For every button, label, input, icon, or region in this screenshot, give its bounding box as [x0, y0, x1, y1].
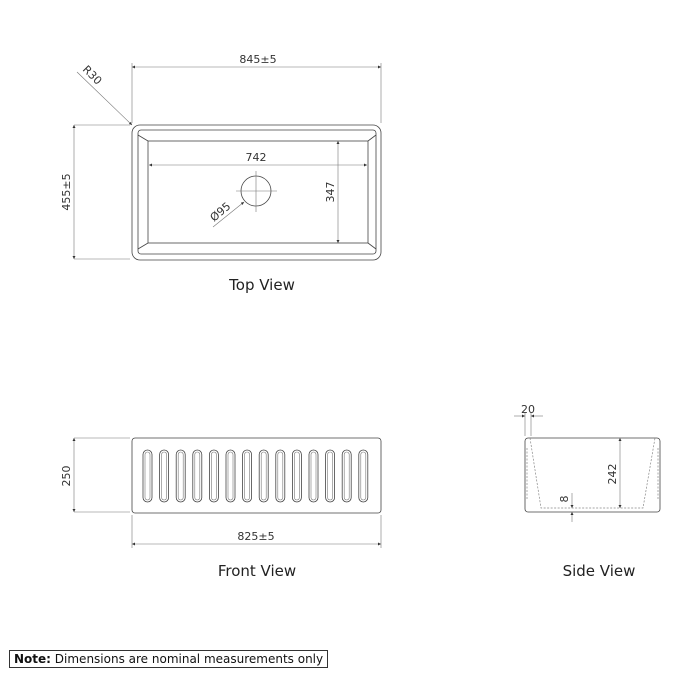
slot	[142, 449, 153, 503]
height-label: 250	[60, 466, 73, 487]
note-box: Note: Dimensions are nominal measurement…	[9, 650, 329, 668]
slot-inner	[327, 451, 333, 501]
slot	[159, 449, 170, 503]
bowl-outline	[147, 140, 369, 244]
slot-inner	[277, 451, 284, 501]
front-view: 250 825±5 Front View	[60, 437, 382, 580]
drain-label: Ø95	[208, 200, 234, 225]
slot-inner	[194, 451, 201, 501]
slot	[192, 449, 203, 503]
slot	[242, 449, 253, 503]
slot-inner	[244, 451, 250, 501]
slot-inner	[360, 451, 367, 501]
slot-inner	[144, 451, 151, 501]
slot	[275, 449, 286, 503]
slot	[225, 449, 236, 503]
slot	[208, 449, 219, 503]
note-label: Note:	[14, 652, 51, 666]
base-label: 8	[558, 496, 571, 503]
overall-depth-label: 455±5	[60, 173, 73, 210]
slot	[258, 449, 269, 503]
top-view-title: Top View	[228, 276, 295, 294]
rim-outline	[137, 129, 377, 255]
side-view: 20 242 8 Side View	[514, 403, 661, 580]
bowl-width-label: 742	[246, 151, 267, 164]
slot	[325, 449, 336, 503]
front-view-title: Front View	[218, 562, 296, 580]
slot-inner	[294, 451, 300, 501]
top-view: 845±5 455±5 R30 742 347 Ø95 Top View	[60, 53, 382, 294]
slot-inner	[310, 451, 317, 501]
bowl-hidden-line	[529, 437, 656, 509]
fluted-slots	[142, 449, 369, 503]
overall-width-label: 845±5	[239, 53, 276, 66]
slot	[358, 449, 369, 503]
slot-inner	[343, 451, 350, 501]
bowl-height-label: 242	[606, 464, 619, 485]
slot	[175, 449, 186, 503]
slot-inner	[161, 451, 167, 501]
slot-inner	[227, 451, 234, 501]
side-outline	[524, 437, 661, 513]
slot	[291, 449, 302, 503]
note-text: Dimensions are nominal measurements only	[54, 652, 324, 666]
slot-inner	[260, 451, 267, 501]
slot-inner	[211, 451, 217, 501]
side-view-title: Side View	[563, 562, 636, 580]
slot	[308, 449, 319, 503]
apron-outline	[131, 437, 382, 514]
corner-radius-label: R30	[80, 63, 104, 87]
slot-inner	[177, 451, 184, 501]
slot	[341, 449, 352, 503]
front-width-label: 825±5	[237, 530, 274, 543]
sink-outline	[131, 124, 382, 261]
drain-centerlines	[236, 171, 277, 212]
wall-label: 20	[521, 403, 535, 416]
corner-lines	[137, 134, 377, 250]
bowl-depth-label: 347	[324, 182, 337, 203]
